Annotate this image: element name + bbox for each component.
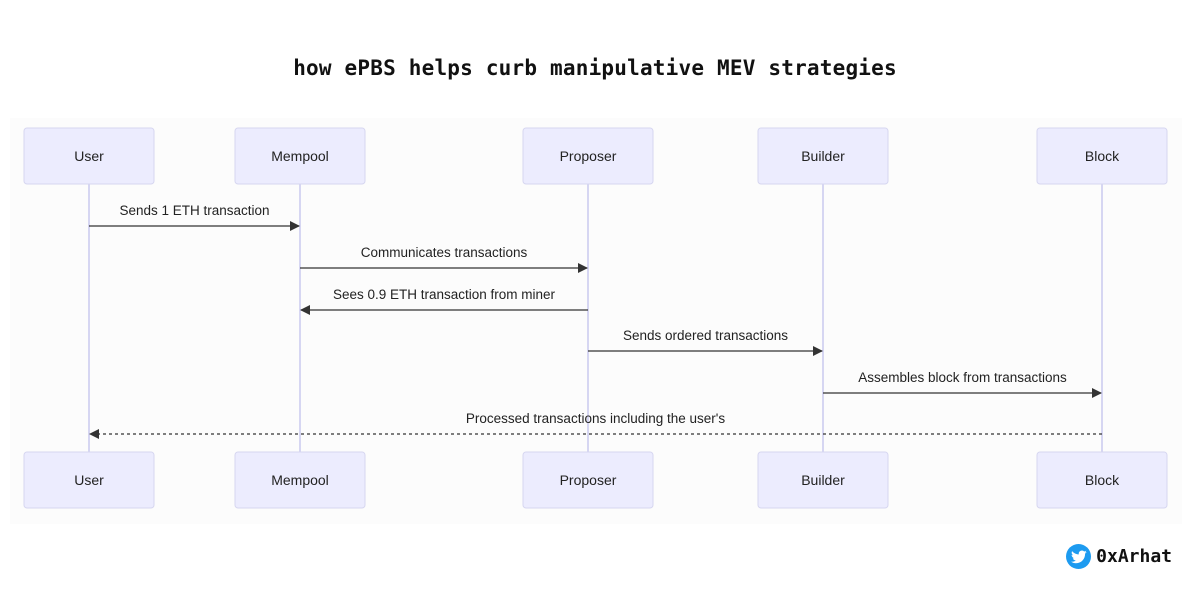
participant-mempool-top[interactable]: Mempool	[234, 127, 366, 185]
message-4: Sends ordered transactions	[588, 328, 823, 356]
participant-box	[757, 451, 889, 509]
participant-user-bottom[interactable]: User	[23, 451, 155, 509]
participant-box	[1036, 127, 1168, 185]
participant-box	[23, 127, 155, 185]
message-label: Sends 1 ETH transaction	[119, 203, 269, 218]
participant-box	[234, 451, 366, 509]
participant-label: User	[74, 472, 104, 488]
participant-box	[522, 451, 654, 509]
message-label: Sees 0.9 ETH transaction from miner	[333, 287, 556, 302]
participant-label: Block	[1085, 148, 1120, 164]
message-label: Assembles block from transactions	[858, 370, 1067, 385]
participant-label: User	[74, 148, 104, 164]
participant-mempool-bottom[interactable]: Mempool	[234, 451, 366, 509]
lifelines	[88, 184, 1103, 452]
participant-label: Mempool	[271, 472, 329, 488]
author-handle[interactable]: 0xArhat	[1066, 544, 1172, 569]
message-5: Assembles block from transactions	[823, 370, 1102, 398]
participant-label: Block	[1085, 472, 1120, 488]
participant-box	[23, 451, 155, 509]
participant-label: Builder	[801, 472, 845, 488]
participant-label: Proposer	[560, 148, 617, 164]
participant-builder-bottom[interactable]: Builder	[757, 451, 889, 509]
message-3: Sees 0.9 ETH transaction from miner	[300, 287, 588, 315]
message-2: Communicates transactions	[300, 245, 588, 273]
participant-builder-top[interactable]: Builder	[757, 127, 889, 185]
participant-label: Builder	[801, 148, 845, 164]
twitter-icon	[1066, 544, 1092, 569]
participant-proposer-bottom[interactable]: Proposer	[522, 451, 654, 509]
participant-proposer-top[interactable]: Proposer	[522, 127, 654, 185]
sequence-diagram-canvas: UserUserMempoolMempoolProposerProposerBu…	[23, 127, 1168, 509]
participant-block-bottom[interactable]: Block	[1036, 451, 1168, 509]
participant-box	[522, 127, 654, 185]
participant-label: Proposer	[560, 472, 617, 488]
message-label: Processed transactions including the use…	[466, 411, 725, 426]
participants: UserUserMempoolMempoolProposerProposerBu…	[23, 127, 1168, 509]
handle-text: 0xArhat	[1096, 546, 1172, 567]
message-1: Sends 1 ETH transaction	[89, 203, 300, 231]
participant-box	[1036, 451, 1168, 509]
message-6: Processed transactions including the use…	[89, 411, 1102, 439]
participant-user-top[interactable]: User	[23, 127, 155, 185]
participant-box	[234, 127, 366, 185]
participant-block-top[interactable]: Block	[1036, 127, 1168, 185]
participant-box	[757, 127, 889, 185]
participant-label: Mempool	[271, 148, 329, 164]
message-label: Sends ordered transactions	[623, 328, 788, 343]
message-label: Communicates transactions	[361, 245, 528, 260]
diagram-title: how ePBS helps curb manipulative MEV str…	[293, 56, 897, 80]
